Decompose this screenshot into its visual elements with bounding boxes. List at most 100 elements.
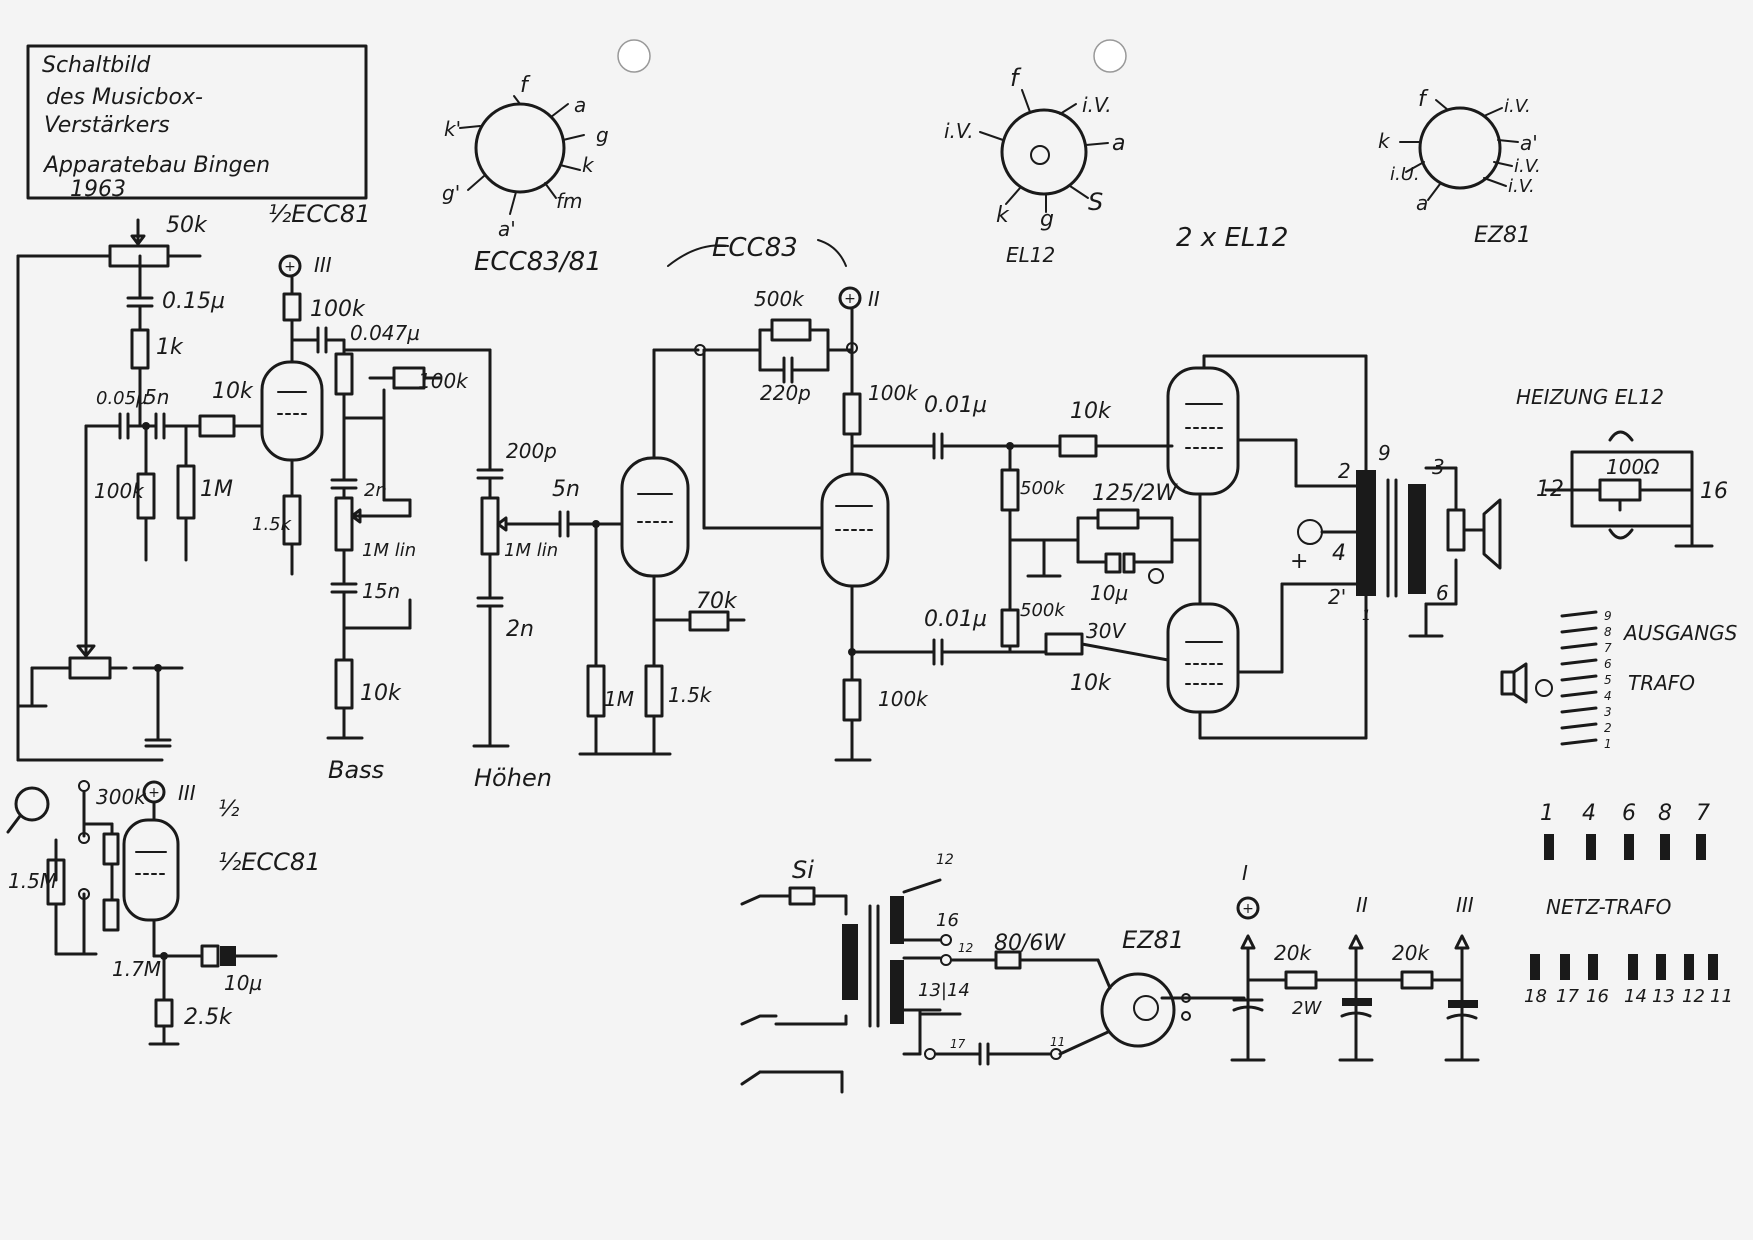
ps-node1-label: I — [1242, 861, 1248, 885]
el12-pin-k: k — [996, 203, 1010, 228]
mt-bottom-13: 13 — [1652, 986, 1675, 1007]
output-transformer-pinout: 9 8 7 6 5 4 3 2 1 AUSGANGS TRAFO — [1500, 609, 1738, 751]
el12-pin-a: a — [1112, 131, 1125, 156]
el12-pin-f: f — [1010, 64, 1022, 92]
input-rcath-label: 1.5k — [252, 514, 293, 535]
tone-stack: 100k 2n 1M lin 15n 10k Bass 200p — [326, 338, 558, 792]
mt-bottom-16: 16 — [1586, 986, 1609, 1007]
pinout-el12: f i.V. a S g k i.V. EL12 2 x EL12 — [944, 64, 1288, 267]
mic-tube-label: ½ECC81 — [218, 848, 320, 876]
driver-cin-label: 5n — [552, 477, 580, 502]
input-gridstop-label: 10k — [212, 379, 254, 404]
ez81-pin-iv3: i.V. — [1508, 176, 1535, 197]
ps-node3-label: III — [1456, 893, 1474, 917]
ps-node1-plus: + — [1242, 901, 1254, 917]
power-ctop-label: 0.01µ — [924, 393, 987, 418]
heater-box: HEIZUNG EL12 100Ω 12 16 — [1516, 385, 1728, 548]
el12-pin-iv1: i.V. — [1082, 93, 1112, 117]
ot-title2: TRAFO — [1628, 671, 1695, 695]
title-line5: 1963 — [70, 177, 126, 202]
el12-pin-g: g — [1040, 207, 1054, 232]
mic-preamp: 300k + III 1.5M ½ ½ECC81 10µ 1.7M — [6, 780, 320, 1046]
title-line2: des Musicbox- — [46, 85, 203, 110]
power-rstop-bottom-label: 10k — [1070, 671, 1112, 696]
input-stage: 50k 0.15µ 1k 0.05µ 5n 10k 100k — [16, 200, 420, 762]
ps-pin16: 16 — [936, 910, 959, 931]
tone-treble-label: Höhen — [474, 764, 552, 792]
heater-resistor-label: 100Ω — [1606, 455, 1660, 479]
mt-bottom-11: 11 — [1710, 986, 1733, 1007]
driver-tube-label: ECC83 — [712, 233, 798, 263]
driver-rfeedback-label: 500k — [754, 287, 805, 311]
ot-pin-1: 1 — [1362, 608, 1371, 624]
mains-transformer-pinout: 1 4 6 8 7 NETZ-TRAFO 18 17 16 14 13 12 1… — [1524, 801, 1733, 1007]
mt-top-1: 1 — [1540, 801, 1554, 826]
pinout-ez81: f i.V. a' i.V. i.V. a i.U. k EZ81 — [1378, 87, 1541, 248]
ot-pinout-7: 7 — [1604, 641, 1612, 655]
ps-fuse-label: Si — [792, 856, 814, 884]
ps-pin11: 11 — [1050, 1035, 1065, 1049]
power-ccathv-label: 30V — [1086, 619, 1126, 643]
ps-pin12b: 12 — [958, 941, 973, 955]
ez81-pin-iu: i.U. — [1390, 164, 1420, 185]
mt-title: NETZ-TRAFO — [1546, 895, 1671, 919]
mt-bottom-18: 18 — [1524, 986, 1547, 1007]
mic-rbias-label: 1.7M — [112, 957, 161, 981]
title-line3: Verstärkers — [44, 113, 170, 138]
input-rleak1-label: 100k — [94, 479, 145, 503]
input-supply-label: III — [314, 253, 332, 277]
input-c3-label: 5n — [144, 385, 169, 409]
ecc83-pin-k2: k' — [444, 117, 461, 141]
input-rplate-label: 100k — [310, 297, 366, 322]
ot-pin-4: 4 — [1332, 541, 1346, 566]
ecc83-pin-g2: g' — [442, 181, 460, 205]
ot-pinout-3: 3 — [1604, 705, 1612, 719]
tone-potbass-label: 1M lin — [362, 540, 416, 561]
tone-cbass2-label: 15n — [362, 579, 400, 603]
punch-hole-left — [617, 39, 651, 73]
input-ccoupling-label: 0.047µ — [350, 321, 420, 345]
ot-pin-6: 6 — [1436, 581, 1449, 605]
heater-right-pin: 16 — [1700, 479, 1728, 504]
heater-title: HEIZUNG EL12 — [1516, 385, 1664, 409]
tone-cbass1-label: 2n — [364, 480, 387, 501]
mic-icon — [14, 786, 50, 822]
power-rleak-bottom-label: 500k — [1020, 600, 1066, 621]
input-tube-label: ½ECC81 — [268, 200, 370, 228]
input-supply-plus: + — [284, 259, 296, 275]
ot-pinout-6: 6 — [1604, 657, 1612, 671]
mt-top-4: 4 — [1582, 801, 1596, 826]
ecc83-pin-a2: a' — [498, 217, 516, 241]
tone-rtop-label: 100k — [418, 369, 469, 393]
driver-rgrid-label: 1M — [604, 687, 634, 711]
ot-pinout-8: 8 — [1604, 625, 1612, 639]
ecc83-pin-k: k — [582, 153, 595, 177]
title-line1: Schaltbild — [42, 53, 151, 78]
driver-rcath-label: 1.5k — [668, 683, 713, 707]
ot-pin-2prime: 2' — [1328, 585, 1346, 609]
ez81-pin-iv2: i.V. — [1514, 156, 1541, 177]
el12-pin-s: S — [1088, 188, 1103, 216]
power-supply: Si 12 16 12 80/6W 13|14 17 — [740, 852, 1480, 1094]
mic-rgrid-label: 1.5M — [8, 869, 57, 893]
plus-icon — [1535, 679, 1553, 697]
ez81-pin-iv1: i.V. — [1504, 96, 1531, 117]
ot-pin-3: 3 — [1432, 455, 1445, 479]
tone-pottreble-label: 1M lin — [504, 540, 558, 561]
ecc83-pin-f: f — [520, 73, 531, 98]
mic-tube-label-half: ½ — [218, 797, 239, 822]
title-line4: Apparatebau Bingen — [42, 153, 270, 178]
ps-rectifier-label: EZ81 — [1122, 926, 1184, 954]
ps-r1-label: 20k — [1274, 941, 1312, 965]
punch-hole-right — [1093, 39, 1127, 73]
driver-supply-label: II — [868, 287, 880, 311]
driver-stage: 5n 1M 70k 1.5k ECC83 — [538, 233, 936, 762]
ps-pins-1314: 13|14 — [918, 980, 970, 1001]
ps-pin17: 17 — [950, 1037, 966, 1051]
ot-pinout-2: 2 — [1604, 721, 1612, 735]
title-box: Schaltbild des Musicbox- Verstärkers App… — [26, 44, 368, 202]
mic-cout-label: 10µ — [224, 971, 262, 995]
ps-rdropper-label: 80/6W — [994, 931, 1066, 956]
power-rleak-top-label: 500k — [1020, 478, 1066, 499]
